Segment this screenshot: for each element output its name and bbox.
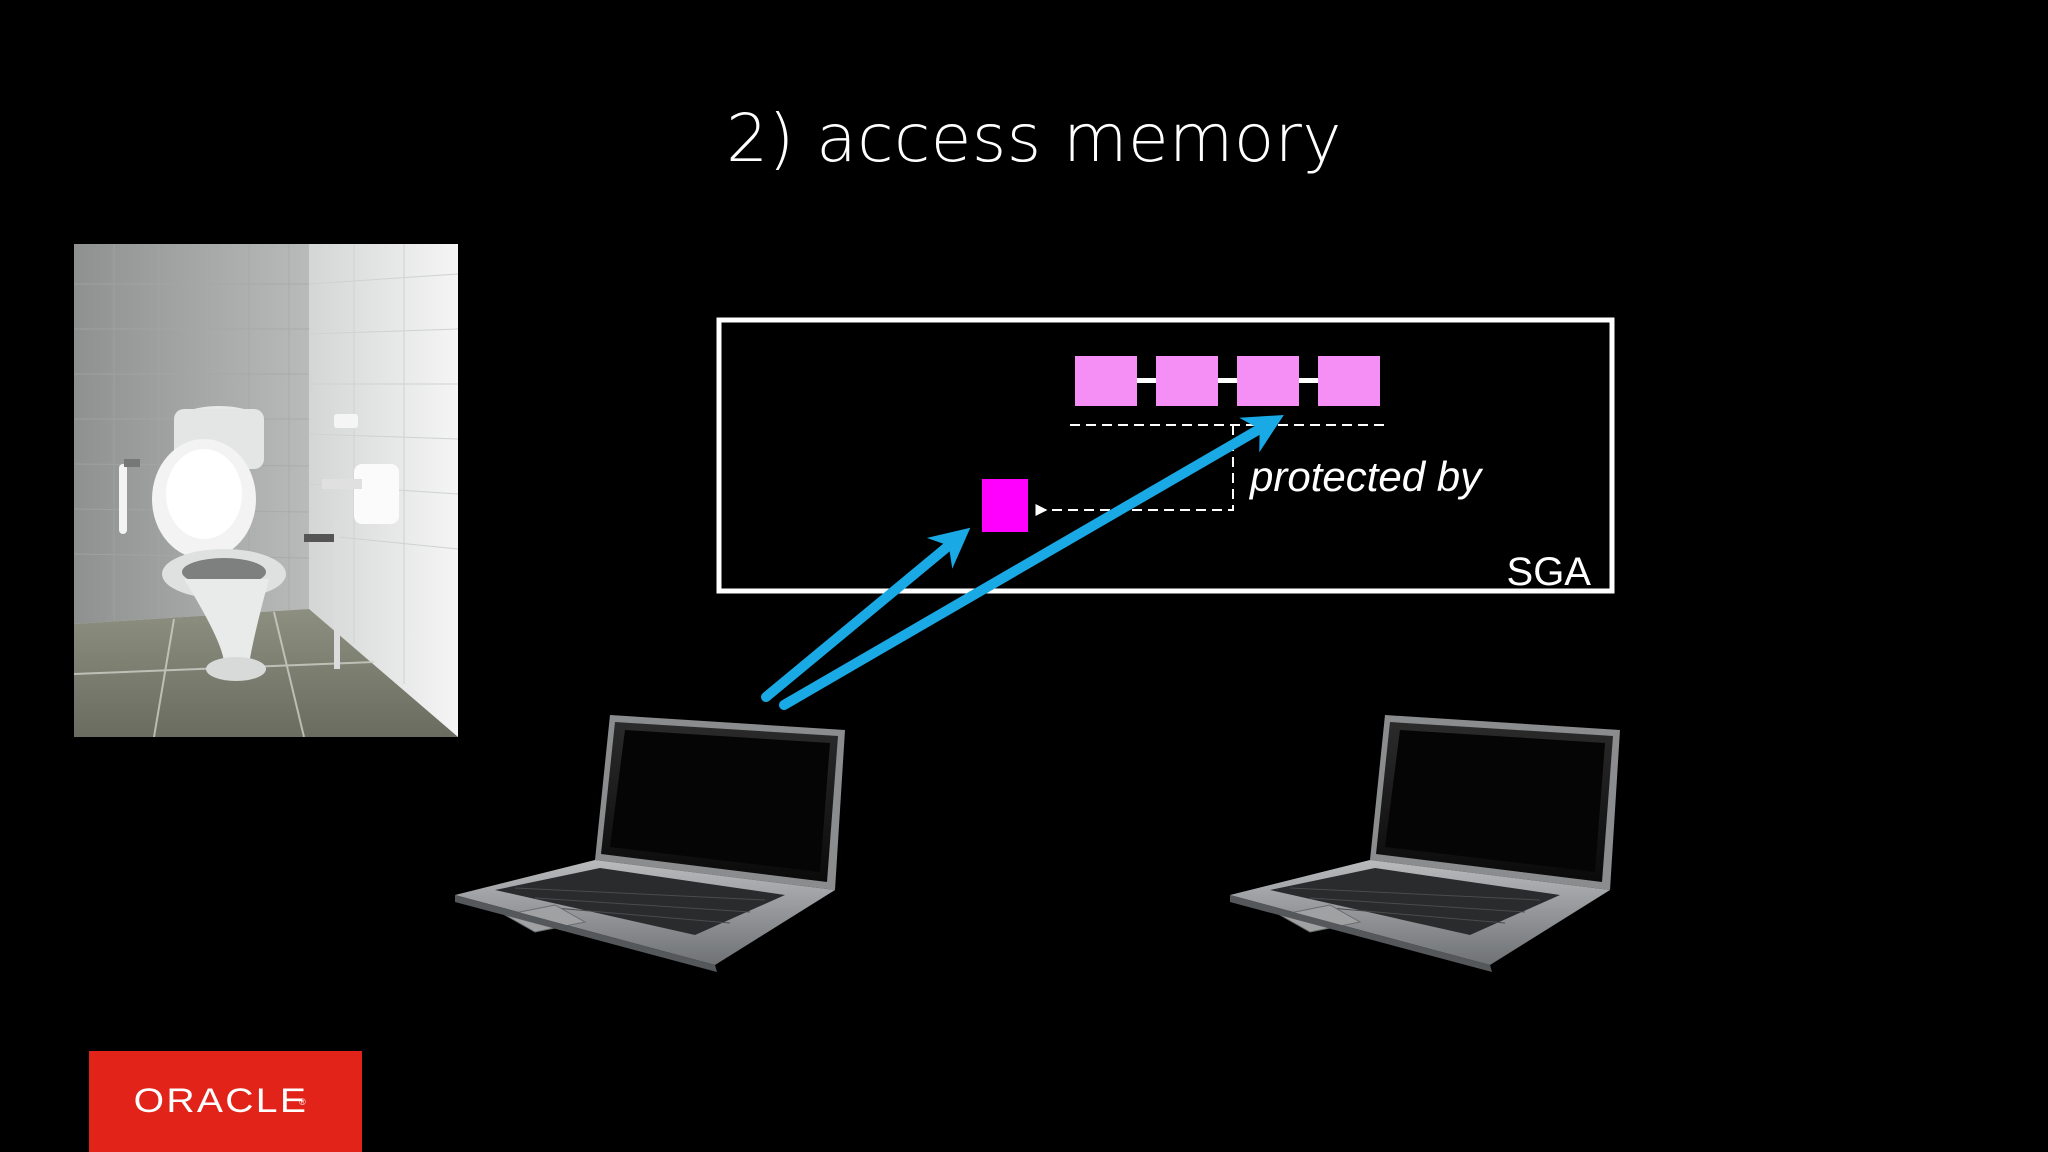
oracle-registered-mark: ®: [299, 1096, 306, 1107]
chain-block: [1075, 356, 1137, 406]
access-arrow-chain: [779, 414, 1284, 710]
oracle-logo: ORACLE®: [89, 1051, 362, 1152]
latch-block: [982, 479, 1028, 532]
laptop-icon: [1230, 715, 1620, 972]
slide-title: 2) access memory: [726, 100, 1342, 177]
oracle-logo-text: ORACLE: [133, 1082, 309, 1120]
access-arrow-latch: [761, 527, 971, 702]
chain-link: [1218, 378, 1237, 383]
chain-block: [1318, 356, 1380, 406]
sga-box: [716, 317, 1615, 594]
chain-block: [1237, 356, 1299, 406]
memory-chain: [1075, 356, 1380, 406]
chain-block: [1156, 356, 1218, 406]
protected-by-label: protected by: [1248, 453, 1484, 500]
chain-link: [1299, 378, 1318, 383]
chain-link: [1137, 378, 1156, 383]
laptop-icon: [455, 715, 845, 972]
restroom-photo: [74, 244, 458, 737]
protection-bracket: [1035, 425, 1234, 516]
sga-label: SGA: [1507, 550, 1592, 594]
